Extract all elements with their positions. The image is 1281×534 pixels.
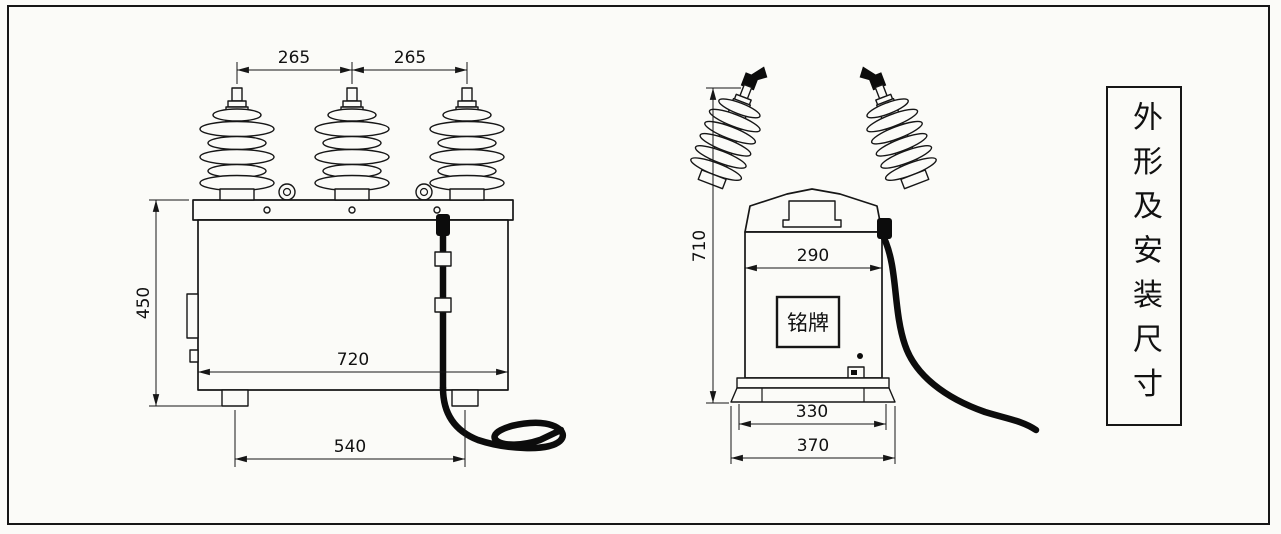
dimension-mounting-depth: 330 — [738, 402, 887, 430]
dim-label-710: 710 — [690, 230, 710, 262]
side-bracket — [186, 293, 199, 339]
title-panel: 外形及安装尺寸 — [1106, 86, 1182, 426]
nameplate-text: 铭牌 — [787, 311, 829, 335]
side-bracket-small — [189, 349, 199, 363]
top-cover — [744, 188, 883, 233]
dim-label-720: 720 — [337, 350, 369, 370]
lifting-lug — [278, 183, 296, 201]
dimension-body-height: 450 — [134, 199, 226, 407]
tank-foot — [221, 389, 249, 407]
cable-clamp — [434, 251, 452, 267]
bushing-side-left — [684, 66, 774, 195]
side-cable — [877, 218, 1040, 434]
dim-label-370: 370 — [797, 436, 829, 456]
nameplate: 铭牌 — [775, 295, 841, 349]
front-view: 265 265 450 720 540 — [134, 48, 566, 467]
tank-foot — [451, 389, 479, 407]
page-title: 外形及安装尺寸 — [1127, 100, 1162, 412]
drawing-border-frame — [7, 5, 1270, 525]
dim-label-540: 540 — [334, 437, 366, 457]
bushing-side-right — [853, 66, 943, 195]
dimension-body-width: 720 — [198, 350, 508, 376]
dim-label-330: 330 — [796, 402, 828, 422]
front-cable — [434, 214, 566, 452]
dimension-body-depth: 290 — [745, 246, 882, 272]
dim-label-265-right: 265 — [394, 48, 426, 68]
cable-clamp — [434, 297, 452, 313]
dimension-base-depth: 370 — [730, 406, 896, 464]
dim-label-450: 450 — [134, 287, 154, 319]
drain-dot — [857, 353, 863, 359]
dim-label-265-left: 265 — [278, 48, 310, 68]
lifting-lug — [415, 183, 433, 201]
dimension-total-height: 710 — [690, 87, 741, 404]
dim-label-290: 290 — [797, 246, 829, 266]
side-view: 铭牌 710 — [684, 66, 1040, 464]
dimension-mounting-width: 540 — [234, 410, 466, 467]
side-base — [730, 377, 896, 403]
lifting-handle — [782, 200, 842, 228]
dimension-bushing-spacing: 265 265 — [236, 48, 468, 84]
